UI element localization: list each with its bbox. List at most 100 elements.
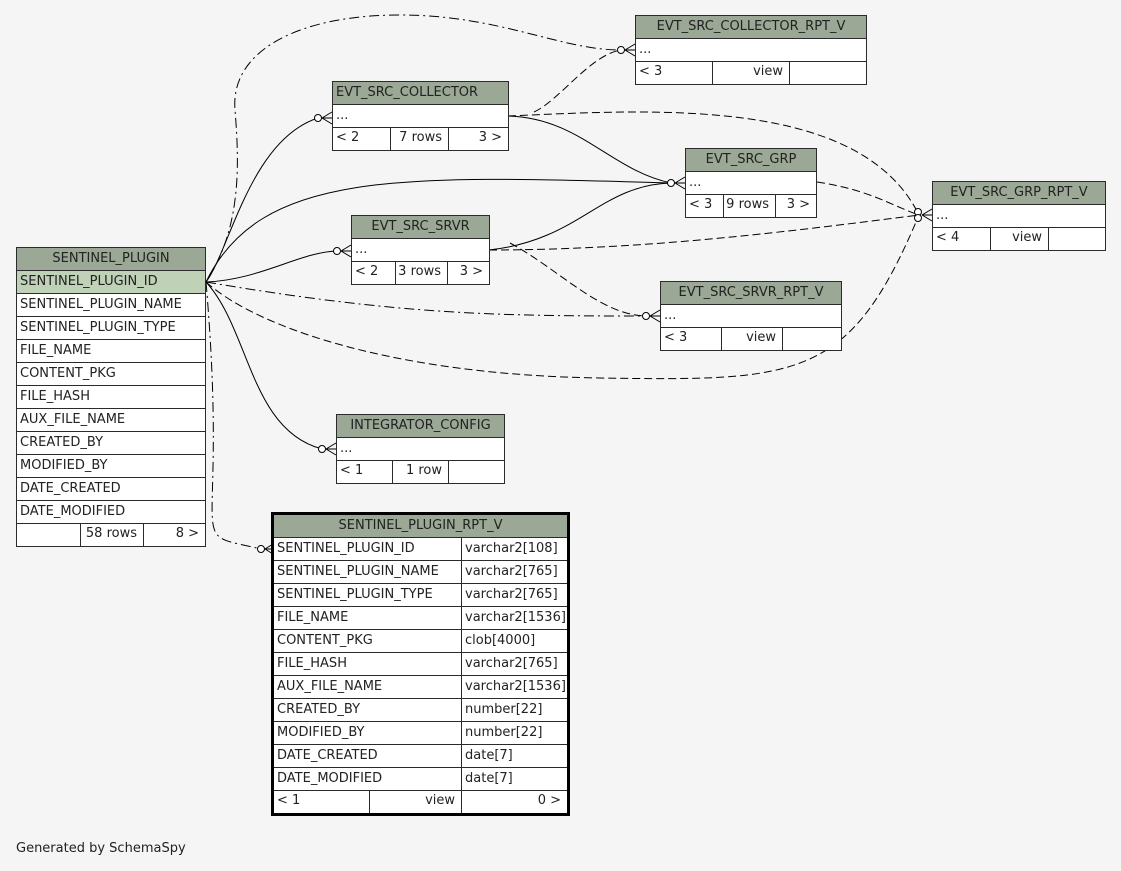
table-footer: < 2 3 rows 3 > [352,262,489,284]
row-count: 7 rows [391,128,449,150]
table-title[interactable]: SENTINEL_PLUGIN_RPT_V [274,515,567,538]
parents-count[interactable]: < 4 [933,228,991,250]
children-count[interactable]: 3 > [786,197,810,212]
table-evt-src-srvr-rpt-v[interactable]: EVT_SRC_SRVR_RPT_V ... < 3 view [660,281,842,351]
column-name: MODIFIED_BY [274,722,462,744]
children-count [449,461,504,483]
table-title[interactable]: EVT_SRC_GRP_RPT_V [933,182,1105,205]
column-type: varchar2[765] [465,564,558,579]
table-title[interactable]: EVT_SRC_GRP [686,149,816,172]
column-row[interactable]: MODIFIED_BY [17,455,205,478]
parents-count[interactable]: < 2 [352,262,396,284]
column-type: varchar2[1536] [465,610,566,625]
column-type: number[22] [465,702,543,717]
table-footer: < 3 view [661,328,841,350]
row-count: view [991,228,1049,250]
column-row[interactable]: ... [337,438,504,461]
column-type: varchar2[765] [465,587,558,602]
row-count: view [713,62,790,84]
column-row[interactable]: AUX_FILE_NAME [17,409,205,432]
column-row[interactable]: ... [636,39,866,62]
children-count[interactable]: 3 > [478,130,502,145]
table-evt-src-srvr[interactable]: EVT_SRC_SRVR ... < 2 3 rows 3 > [351,215,490,285]
table-sentinel-plugin-rpt-v[interactable]: SENTINEL_PLUGIN_RPT_V SENTINEL_PLUGIN_ID… [271,512,570,816]
row-count: 1 row [393,461,449,483]
table-title[interactable]: EVT_SRC_SRVR_RPT_V [661,282,841,305]
column-name: SENTINEL_PLUGIN_NAME [274,561,462,583]
column-name: CONTENT_PKG [274,630,462,652]
children-count [1049,228,1105,250]
table-title[interactable]: EVT_SRC_COLLECTOR_RPT_V [636,16,866,39]
column-row[interactable]: ... [661,305,841,328]
column-row[interactable]: ... [933,205,1105,228]
children-count: 0 > [537,793,561,808]
parents-count[interactable]: < 1 [337,461,393,483]
column-row[interactable]: SENTINEL_PLUGIN_NAME [17,294,205,317]
table-title[interactable]: SENTINEL_PLUGIN [17,248,205,271]
column-row[interactable]: SENTINEL_PLUGIN_ID [17,271,205,294]
column-type: number[22] [465,725,543,740]
table-footer: < 3 view [636,62,866,84]
parents-count[interactable]: < 3 [636,62,713,84]
table-footer: < 3 9 rows 3 > [686,195,816,217]
table-evt-src-grp[interactable]: EVT_SRC_GRP ... < 3 9 rows 3 > [685,148,817,218]
column-name: DATE_CREATED [274,745,462,767]
row-count: view [722,328,783,350]
table-footer: < 4 view [933,228,1105,250]
table-footer: < 1 1 row [337,461,504,483]
column-name: AUX_FILE_NAME [274,676,462,698]
column-row[interactable]: DATE_MODIFIED [17,501,205,524]
column-row[interactable]: CREATED_BY [17,432,205,455]
column-name: DATE_MODIFIED [274,768,462,790]
children-count[interactable]: 8 > [175,526,199,541]
column-type: varchar2[765] [465,656,558,671]
table-evt-src-collector-rpt-v[interactable]: EVT_SRC_COLLECTOR_RPT_V ... < 3 view [635,15,867,85]
column-row[interactable]: ... [686,172,816,195]
column-name: CREATED_BY [274,699,462,721]
column-row[interactable]: ... [352,239,489,262]
table-evt-src-grp-rpt-v[interactable]: EVT_SRC_GRP_RPT_V ... < 4 view [932,181,1106,251]
parents-count[interactable]: < 1 [274,791,370,813]
column-name: SENTINEL_PLUGIN_ID [274,538,462,560]
column-type: varchar2[108] [465,541,558,556]
column-name: FILE_NAME [274,607,462,629]
column-row[interactable]: ... [333,105,508,128]
column-name: FILE_HASH [274,653,462,675]
column-row[interactable]: FILE_NAME [17,340,205,363]
table-sentinel-plugin[interactable]: SENTINEL_PLUGIN SENTINEL_PLUGIN_ID SENTI… [16,247,206,547]
table-title[interactable]: EVT_SRC_COLLECTOR [333,82,508,105]
table-footer: 58 rows 8 > [17,524,205,546]
column-type: clob[4000] [465,633,536,648]
children-count[interactable]: 3 > [459,264,483,279]
column-row[interactable]: SENTINEL_PLUGIN_TYPE [17,317,205,340]
row-count: 3 rows [396,262,448,284]
children-count [783,328,841,350]
column-name: SENTINEL_PLUGIN_TYPE [274,584,462,606]
column-row[interactable]: FILE_HASH [17,386,205,409]
parents-count[interactable]: < 3 [686,195,724,217]
column-type: varchar2[1536] [465,679,566,694]
generated-by-label: Generated by SchemaSpy [16,841,186,856]
row-count: 58 rows [81,524,144,546]
table-title[interactable]: EVT_SRC_SRVR [352,216,489,239]
parents-count[interactable]: < 2 [333,128,391,150]
parents-count[interactable]: < 3 [661,328,722,350]
column-row[interactable]: CONTENT_PKG [17,363,205,386]
table-footer: < 1 view 0 > [274,791,567,813]
table-evt-src-collector[interactable]: EVT_SRC_COLLECTOR ... < 2 7 rows 3 > [332,81,509,151]
column-row[interactable]: DATE_CREATED [17,478,205,501]
table-title[interactable]: INTEGRATOR_CONFIG [337,415,504,438]
table-integrator-config[interactable]: INTEGRATOR_CONFIG ... < 1 1 row [336,414,505,484]
